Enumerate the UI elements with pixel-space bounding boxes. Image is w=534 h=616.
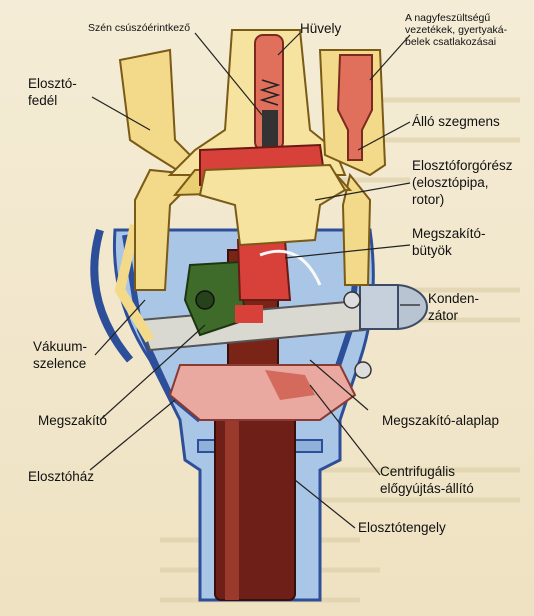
centrifugal-advance xyxy=(170,365,355,420)
label-sleeve: Hüvely xyxy=(300,20,341,37)
label-ht-connections: A nagyfeszültségű vezetékek, gyertyaká- … xyxy=(405,12,507,48)
label-rotor: Elosztóforgórész (elosztópipa, rotor) xyxy=(412,157,513,208)
center-terminal xyxy=(255,35,283,150)
label-vacuum-unit: Vákuum- szelence xyxy=(33,338,87,372)
label-breaker-plate: Megszakító-alaplap xyxy=(382,412,499,429)
label-distributor-shaft: Elosztótengely xyxy=(358,519,446,536)
label-distributor-housing: Elosztóház xyxy=(28,468,94,485)
label-breaker-cam: Megszakító- bütyök xyxy=(412,225,486,259)
label-contact-breaker: Megszakító xyxy=(38,412,107,429)
label-centrifugal-advance: Centrifugális előgyújtás-állító xyxy=(380,463,474,497)
label-fixed-segment: Álló szegmens xyxy=(412,113,500,130)
label-condenser: Konden- zátor xyxy=(428,290,479,324)
label-distributor-cap: Elosztó- fedél xyxy=(28,75,77,109)
label-carbon-brush: Szén csúszóérintkező xyxy=(88,22,190,34)
